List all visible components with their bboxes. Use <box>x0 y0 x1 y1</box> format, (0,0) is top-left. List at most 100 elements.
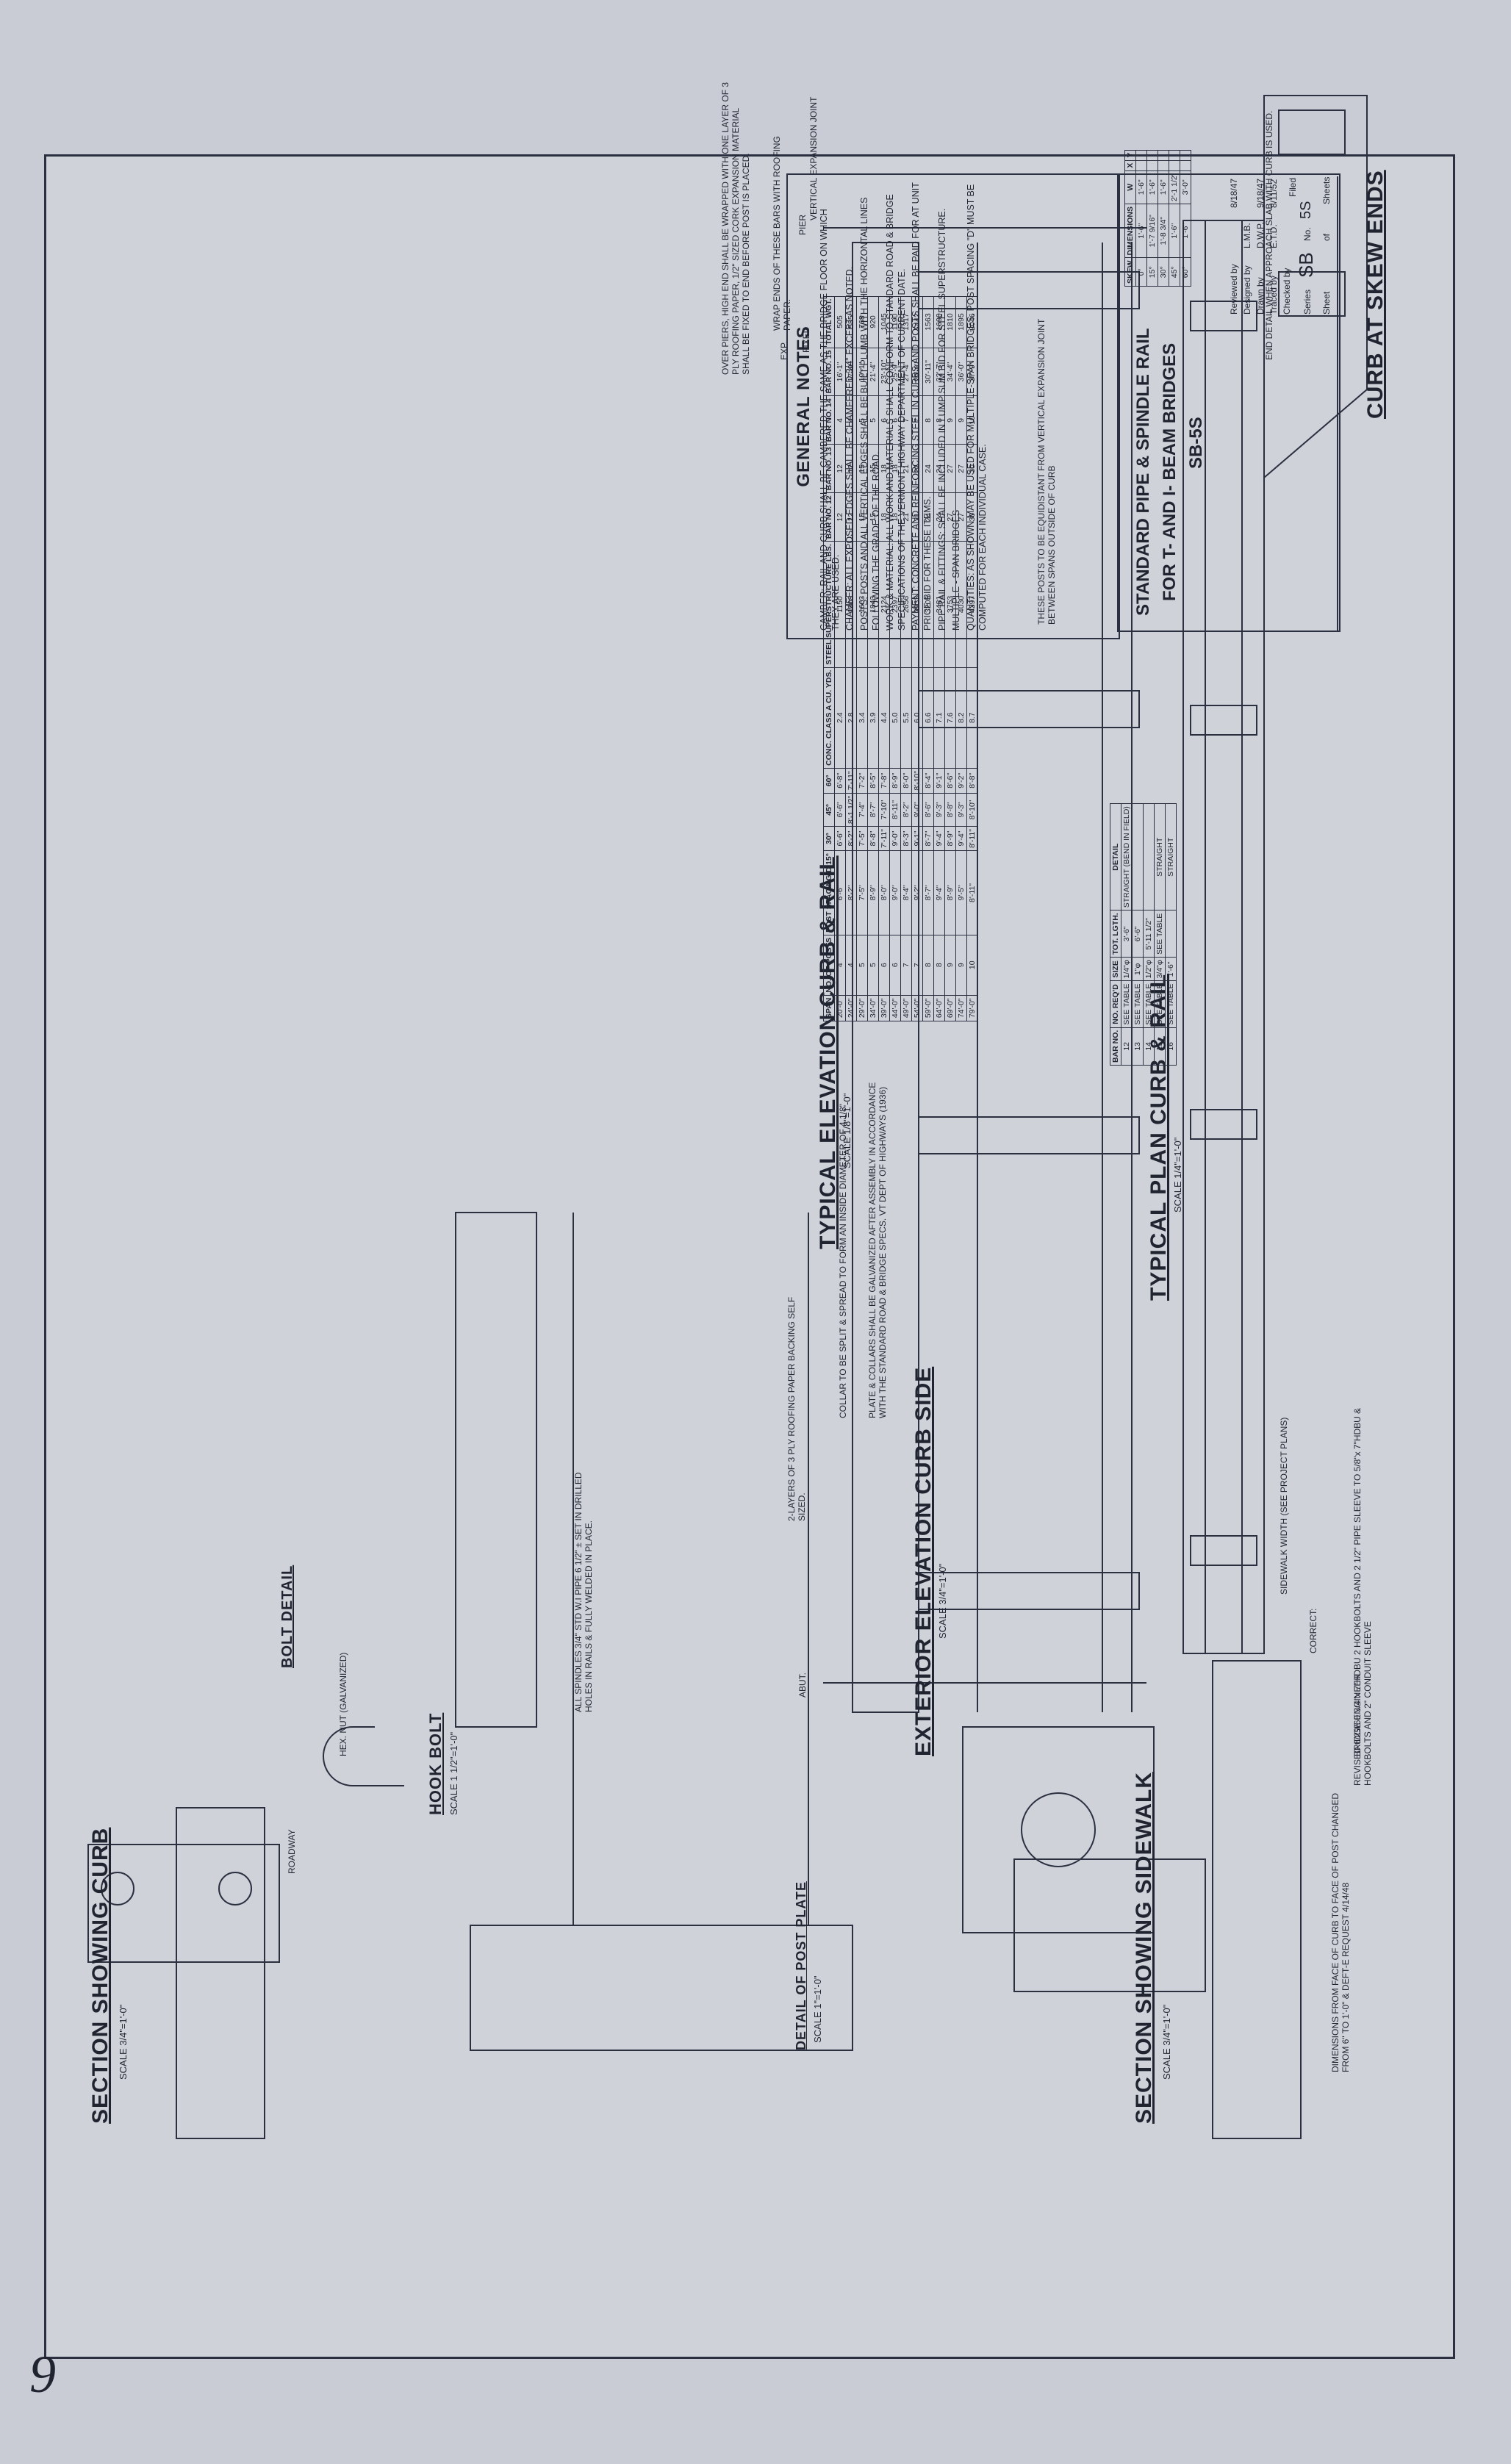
exterior-post <box>470 1925 853 2051</box>
quantity-table-cell: 9'-4" <box>933 826 945 851</box>
title-block: STANDARD PIPE & SPINDLE RAIL FOR T- AND … <box>1117 173 1340 632</box>
of-label: of <box>1321 233 1332 241</box>
galvanize-note: PLATE & COLLARS SHALL BE GALVANIZED AFTE… <box>867 1082 888 1418</box>
quantity-table-cell: 8'-11" <box>966 850 978 935</box>
post-plate-collar <box>1021 1792 1096 1867</box>
bar-table-cell: SEE TABLE <box>1121 980 1133 1028</box>
bar-table-cell: 13 <box>1132 1027 1144 1066</box>
general-note-item: PIPE RAIL & FITTINGS: SHALL BE INCLUDED … <box>936 208 947 631</box>
correct-label: CORRECT: <box>1308 1608 1318 1653</box>
quantity-table-cell: 7 <box>911 935 923 996</box>
quantity-table-cell: 9'-5" <box>955 850 967 935</box>
quantity-table-cell: 8'-11" <box>966 826 978 851</box>
page-number-mark: 9 <box>29 2345 56 2404</box>
elevation-post-3 <box>918 690 1140 728</box>
rotated-drawing: CURB AT SKEW ENDS TYPICAL PLAN CURB & RA… <box>59 66 1396 2168</box>
quantity-table-cell: 9'-3" <box>955 793 967 827</box>
bar-table-cell: STRAIGHT (BEND IN FIELD) <box>1121 803 1133 910</box>
bar-table-cell: 16 <box>1165 1027 1177 1066</box>
quantity-table-cell: 5 <box>867 935 879 996</box>
quantity-table-cell: 8'-3" <box>900 826 912 851</box>
dimensions-note: DIMENSIONS FROM FACE OF CURB TO FACE OF … <box>1330 1792 1351 2072</box>
elevation-post-1 <box>918 1572 1140 1610</box>
quantity-table-cell: 8'-8" <box>867 826 879 851</box>
section-sidewalk-title: SECTION SHOWING SIDEWALK <box>1132 1771 1156 2124</box>
quantity-table-cell: 59'-0" <box>922 995 934 1021</box>
abut-label: ABUT. <box>797 1672 808 1698</box>
quantity-table-cell: 6'-6" <box>834 826 846 851</box>
quantity-table-cell: 7'-5" <box>856 850 868 935</box>
bar-table-cell: 5'-11 1/2" <box>1143 910 1155 958</box>
quantity-table-cell: 8'-9" <box>889 768 901 794</box>
filed-label: Filed <box>1288 177 1298 197</box>
skew-table-cell <box>1169 160 1180 171</box>
quantity-table-cell: 5.0 <box>889 667 901 769</box>
drawing-sheet <box>44 154 1455 2359</box>
skew-table-cell <box>1146 150 1158 161</box>
skew-table-header: Y <box>1124 150 1136 161</box>
quantity-table-cell: 6.0 <box>911 667 923 769</box>
quantity-table-cell: 9'-2" <box>911 850 923 935</box>
series-value: SB <box>1295 252 1317 278</box>
exterior-elevation-title: EXTERIOR ELEVATION CURB SIDE <box>911 1366 936 1756</box>
bar-table-cell <box>1132 803 1144 910</box>
bar-table-cell: 6'-6" <box>1132 910 1144 958</box>
roadway-label: ROADWAY <box>287 1829 297 1874</box>
quantity-table-cell: 9'-0" <box>889 826 901 851</box>
section-curb-rail-2 <box>218 1872 252 1906</box>
bar-table-header: BAR NO. <box>1110 1027 1121 1066</box>
section-curb-post <box>87 1844 280 1963</box>
bar-table-header: NO. REQ'D <box>1110 980 1121 1028</box>
quantity-table-cell: 64'-0" <box>933 995 945 1021</box>
quantity-table-cell: 8.2 <box>955 667 967 769</box>
post-plate-title: DETAIL OF POST PLATE <box>794 1881 808 2050</box>
bar-table-cell: 15 <box>1154 1027 1166 1066</box>
quantity-table-cell: 8'-6" <box>944 768 956 794</box>
section-curb-rail-1 <box>101 1872 134 1906</box>
quantity-table-cell: 8'-9" <box>944 826 956 851</box>
quantity-table-cell: 7'-11" <box>845 768 857 794</box>
over-piers-note: OVER PIERS, HIGH END SHALL BE WRAPPED WI… <box>720 82 751 375</box>
quantity-table-header: 45° <box>823 793 835 827</box>
quantity-table-cell: 3.9 <box>867 667 879 769</box>
quantity-table-cell: 6.6 <box>922 667 934 769</box>
quantity-table-cell: 39'-0" <box>878 995 890 1021</box>
quantity-table-cell: 8'-4" <box>900 850 912 935</box>
quantity-table-cell: 7.1 <box>933 667 945 769</box>
quantity-table-cell: 29'-0" <box>856 995 868 1021</box>
quantity-table-cell: 4 <box>845 935 857 996</box>
quantity-table-cell: 8 <box>922 935 934 996</box>
quantity-table-cell: 4 <box>834 935 846 996</box>
general-note-item: QUANTITIES: AS SHOWN MAY BE USED FOR MUL… <box>965 184 988 631</box>
post-plate-scale: SCALE 1"=1'-0" <box>812 1975 823 2043</box>
checked-by-label: Checked by <box>1282 267 1292 315</box>
quantity-table-cell: 8'-0" <box>878 850 890 935</box>
bar-table-cell <box>1143 803 1155 910</box>
general-notes-heading: GENERAL NOTES <box>794 326 814 487</box>
bar-table-cell: SEE TABLE <box>1143 980 1155 1028</box>
general-notes-list: CAMBER: RAIL AND CURB SHALL BE CAMBERED … <box>819 175 988 638</box>
quantity-table-cell: 49'-0" <box>900 995 912 1021</box>
quantity-table-cell: 9'-0" <box>889 850 901 935</box>
date-3: 8/11/52 <box>1268 179 1279 208</box>
quantity-table-cell: 7'-5" <box>856 826 868 851</box>
bar-table-cell: 1'-6" <box>1165 957 1177 981</box>
quantity-table-cell: 7'-4" <box>856 793 868 827</box>
skew-table-cell <box>1169 150 1180 161</box>
plan-post-1 <box>1190 1535 1257 1566</box>
plan-curb <box>1182 220 1265 1654</box>
general-note-item: POSTS: POSTS AND ALL VERTICAL EDGES SHAL… <box>858 197 881 631</box>
section-sidewalk-scale: SCALE 3/4"=1'-0" <box>1161 2004 1172 2080</box>
quantity-table-cell: 8'-11" <box>889 793 901 827</box>
sidewalk-post <box>1013 1858 1206 1992</box>
quantity-table-cell: 2.8 <box>845 667 857 769</box>
skew-table-cell <box>1180 160 1191 171</box>
quantity-table-cell: 6'-6" <box>834 850 846 935</box>
quantity-table-cell: 6'-6" <box>834 793 846 827</box>
bar-table-cell: STRAIGHT <box>1154 803 1166 910</box>
plan-post-2 <box>1190 1109 1257 1140</box>
collar-note: COLLAR TO BE SPLIT & SPREAD TO FORM AN I… <box>838 1104 848 1418</box>
quantity-table-cell: 8'-2" <box>845 850 857 935</box>
